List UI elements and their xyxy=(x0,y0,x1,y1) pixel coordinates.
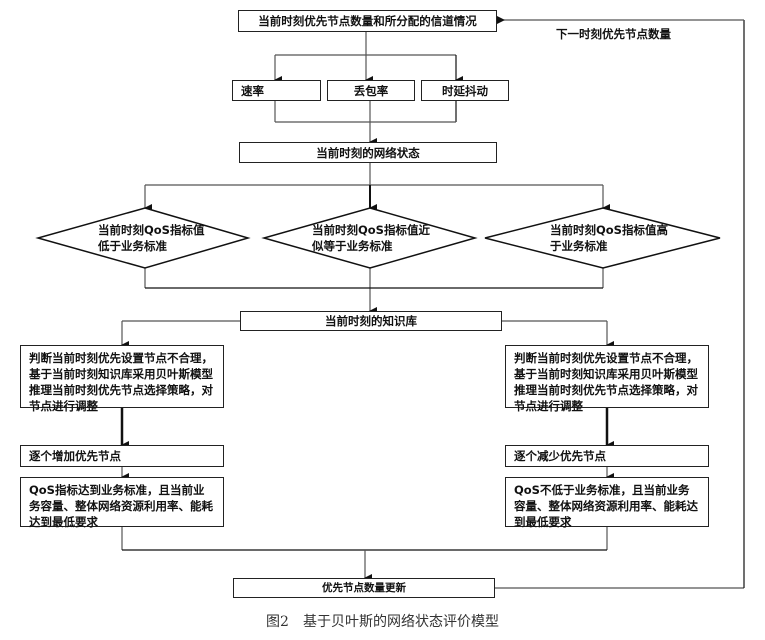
current-priority-nodes-label: 当前时刻优先节点数量和所分配的信道情况 xyxy=(258,14,477,28)
metric-label: 时延抖动 xyxy=(442,83,488,98)
feedback-label: 下一时刻优先节点数量 xyxy=(556,27,671,41)
metric-box-rate: 速率 xyxy=(232,80,321,101)
priority-node-update-label: 优先节点数量更新 xyxy=(322,582,406,594)
decision-line: 当前时刻QoS指标值高 xyxy=(550,223,668,237)
decision-line: 低于业务标准 xyxy=(98,239,167,253)
reduce-priority-node-label: 逐个减少优先节点 xyxy=(514,449,606,463)
decision-diamond-low xyxy=(35,207,251,269)
knowledge-base-box: 当前时刻的知识库 xyxy=(240,311,502,331)
metric-box-jitter: 时延抖动 xyxy=(421,80,509,101)
reduce-priority-node-box: 逐个减少优先节点 xyxy=(505,445,709,467)
left-judge-box: 判断当前时刻优先设置节点不合理，基于当前时刻知识库采用贝叶斯模型推理当前时刻优先… xyxy=(20,345,224,413)
decision-diamond-equal xyxy=(261,207,478,269)
metric-box-packet-loss: 丢包率 xyxy=(327,80,415,101)
figure-caption: 图2 基于贝叶斯的网络状态评价模型 xyxy=(266,614,499,630)
priority-node-update-box: 优先节点数量更新 xyxy=(233,578,495,598)
decision-diamond-high xyxy=(484,207,721,269)
add-priority-node-label: 逐个增加优先节点 xyxy=(29,449,121,463)
knowledge-base-label: 当前时刻的知识库 xyxy=(325,314,417,328)
add-priority-node-box: 逐个增加优先节点 xyxy=(20,445,224,467)
left-condition-box: QoS指标达到业务标准，且当前业务容量、整体网络资源利用率、能耗达到最低要求 xyxy=(20,477,224,529)
right-judge-box: 判断当前时刻优先设置节点不合理，基于当前时刻知识库采用贝叶斯模型推理当前时刻优先… xyxy=(505,345,709,413)
decision-label-high: 当前时刻QoS指标值高 于业务标准 xyxy=(550,222,668,254)
network-state-label: 当前时刻的网络状态 xyxy=(316,145,420,160)
decision-label-low: 当前时刻QoS指标值 低于业务标准 xyxy=(98,222,204,254)
network-state-box: 当前时刻的网络状态 xyxy=(239,142,497,163)
left-condition-label: QoS指标达到业务标准，且当前业务容量、整体网络资源利用率、能耗达到最低要求 xyxy=(29,483,213,529)
right-judge-label: 判断当前时刻优先设置节点不合理，基于当前时刻知识库采用贝叶斯模型推理当前时刻优先… xyxy=(514,351,698,413)
metric-label: 速率 xyxy=(241,83,264,98)
decision-line: 当前时刻QoS指标值近 xyxy=(312,223,430,237)
right-condition-label: QoS不低于业务标准，且当前业务容量、整体网络资源利用率、能耗达到最低要求 xyxy=(514,483,698,529)
left-judge-label: 判断当前时刻优先设置节点不合理，基于当前时刻知识库采用贝叶斯模型推理当前时刻优先… xyxy=(29,351,213,413)
metric-label: 丢包率 xyxy=(353,83,389,98)
decision-line: 当前时刻QoS指标值 xyxy=(98,223,205,237)
current-priority-nodes-box: 当前时刻优先节点数量和所分配的信道情况 xyxy=(238,10,497,32)
decision-line: 似等于业务标准 xyxy=(312,239,393,253)
decision-line: 于业务标准 xyxy=(550,239,608,253)
right-condition-box: QoS不低于业务标准，且当前业务容量、整体网络资源利用率、能耗达到最低要求 xyxy=(505,477,709,529)
decision-label-equal: 当前时刻QoS指标值近 似等于业务标准 xyxy=(312,222,430,254)
